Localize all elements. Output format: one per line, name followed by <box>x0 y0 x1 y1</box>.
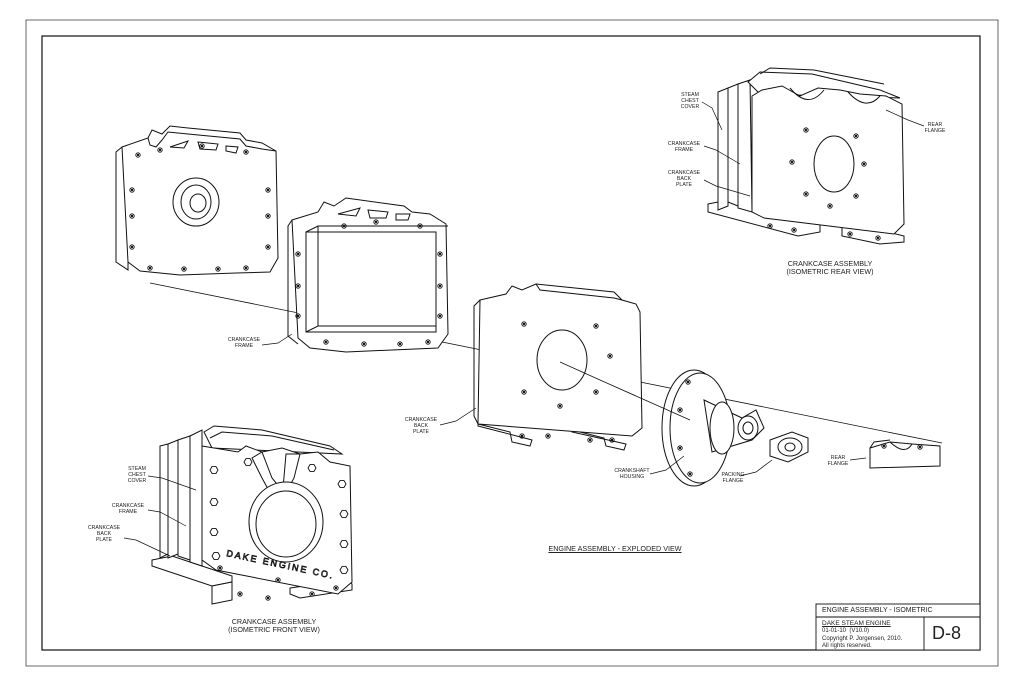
label-front-crankcase-back-plate: CRANKCASE BACK PLATE <box>87 525 121 543</box>
label-packing-flange: PACKING FLANGE <box>721 472 745 484</box>
title-block-rights: All rights reserved. <box>822 643 872 649</box>
label-rear-crankcase-frame: CRANKCASE FRAME <box>667 141 701 153</box>
outer-border <box>25 19 999 667</box>
packing-flange-part <box>769 431 809 463</box>
label-rear-steam-chest-cover: STEAM CHEST COVER <box>680 92 700 110</box>
label-crankshaft-housing: CRANKSHAFT HOUSING <box>614 468 650 480</box>
title-block-title: ENGINE ASSEMBLY - ISOMETRIC <box>822 607 933 614</box>
exploded-view-caption: ENGINE ASSEMBLY - EXPLODED VIEW <box>548 544 682 553</box>
rear-flange-part <box>869 439 941 469</box>
label-crankcase-frame-exploded: CRANKCASE FRAME <box>227 337 261 349</box>
inner-border <box>41 35 981 651</box>
title-block-project: DAKE STEAM ENGINE <box>822 620 891 627</box>
rear-assembly-view <box>707 67 905 245</box>
crankshaft-housing-part <box>661 369 765 487</box>
title-block-date-version: 01-01-10 (V10.0) <box>822 628 870 634</box>
label-rear-crankcase-back-plate: CRANKCASE BACK PLATE <box>667 170 701 188</box>
crankcase-cover-part <box>115 125 279 276</box>
label-front-crankcase-frame: CRANKCASE FRAME <box>111 503 145 515</box>
label-crankcase-back-plate-exploded: CRANKCASE BACK PLATE <box>404 417 438 435</box>
crankcase-frame-part <box>287 197 449 353</box>
leader-lines <box>123 101 925 557</box>
title-block-frame <box>815 603 981 651</box>
label-rear-flange-exploded: REAR FLANGE <box>827 455 849 467</box>
crankcase-back-plate-part <box>473 283 643 451</box>
rear-view-caption: CRANKCASE ASSEMBLY (ISOMETRIC REAR VIEW) <box>786 259 874 276</box>
title-block-copyright: Copyright P. Jorgensen, 2010. <box>822 636 903 642</box>
front-assembly-view <box>151 425 353 605</box>
sheet-number: D-8 <box>932 623 962 643</box>
front-view-caption: CRANKCASE ASSEMBLY (ISOMETRIC FRONT VIEW… <box>228 617 320 634</box>
label-front-steam-chest-cover: STEAM CHEST COVER <box>127 466 147 484</box>
label-rear-rear-flange: REAR FLANGE <box>924 122 946 134</box>
